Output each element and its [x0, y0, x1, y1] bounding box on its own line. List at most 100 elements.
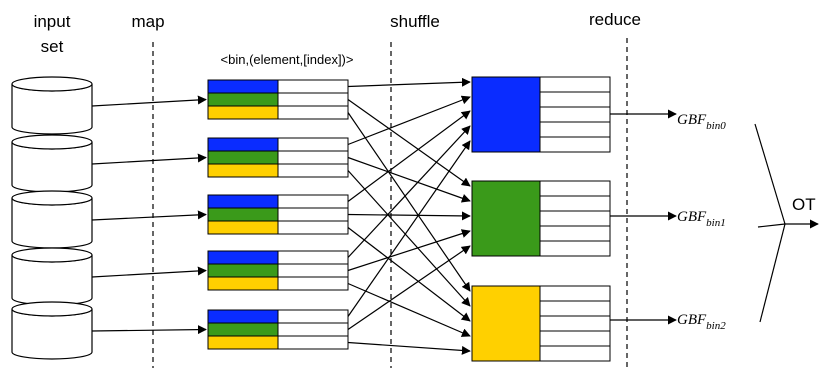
reducer-row: [539, 225, 611, 242]
reducer-row: [539, 195, 611, 212]
input-disks: [11, 76, 93, 360]
input-disk-0: [11, 76, 93, 135]
input-to-map-arrow-3: [91, 266, 207, 278]
value-cell: [277, 250, 349, 265]
map-phase-label: map: [131, 12, 164, 31]
gbf-bin1-label: GBFbin1: [677, 209, 726, 229]
reducer-0: [471, 76, 611, 153]
input-set-label-line1: input: [34, 12, 71, 31]
value-cell: [277, 263, 349, 278]
reducer-row: [539, 106, 611, 123]
reducer-row: [539, 121, 611, 138]
value-cell: [277, 335, 349, 350]
bin2-cell: [207, 276, 279, 291]
reducer-row: [539, 91, 611, 108]
bin2-cell: [207, 335, 279, 350]
bin0-cell: [207, 309, 279, 324]
svg-text:GBFbin1: GBFbin1: [677, 209, 726, 229]
reducer-2: [471, 285, 611, 362]
value-cell: [277, 276, 349, 291]
input-to-map-arrow-2: [91, 210, 207, 221]
input-disk-3: [11, 247, 93, 306]
map-output-format-label: <bin,(element,[index])>: [221, 52, 354, 67]
input-disk-4: [11, 301, 93, 360]
reducer-row: [539, 210, 611, 227]
shuffle-arrow-m3-r1: [347, 229, 471, 272]
mapper-table-2: [207, 194, 349, 235]
bin0-cell: [207, 250, 279, 265]
reducer-row: [539, 300, 611, 317]
input-disk-1: [11, 134, 93, 193]
shuffle-arrow-m0-r2: [347, 112, 471, 292]
gbf-bin1-sub: bin1: [706, 217, 726, 229]
value-cell: [277, 150, 349, 165]
svg-text:GBFbin2: GBFbin2: [677, 312, 726, 332]
value-cell: [277, 322, 349, 337]
bin0-cell: [207, 137, 279, 152]
merge-line-bin2: [759, 223, 786, 323]
reducer-row: [539, 180, 611, 197]
reducer-row: [539, 136, 611, 153]
value-cell: [277, 207, 349, 222]
bin1-cell: [207, 92, 279, 107]
reducer-bin0-block: [471, 76, 541, 153]
input-to-map-arrow-4: [91, 325, 207, 335]
mapper-table-3: [207, 250, 349, 291]
mapper-outputs: [207, 79, 349, 350]
final-output-label: OT: [792, 195, 816, 214]
reducer-row: [539, 240, 611, 257]
shuffle-arrow-m1-r1: [347, 156, 471, 203]
gbf-bin0-sub: bin0: [706, 120, 726, 132]
input-set-label-line2: set: [41, 37, 64, 56]
shuffle-arrow-m1-r2: [347, 170, 471, 307]
gbf-bin2-label: GBFbin2: [677, 312, 726, 332]
shuffle-arrow-m0-r0: [347, 77, 471, 88]
reducer-row: [539, 345, 611, 362]
bin1-cell: [207, 322, 279, 337]
value-cell: [277, 163, 349, 178]
mapper-table-0: [207, 79, 349, 120]
shuffle-arrow-m2-r2: [347, 227, 471, 322]
input-to-map-arrow-1: [91, 153, 207, 165]
bin2-cell: [207, 220, 279, 235]
reducers: [471, 76, 611, 362]
gbf-bin1-base: GBF: [677, 209, 707, 225]
disk-top: [11, 134, 93, 150]
reducer-bin2-block: [471, 285, 541, 362]
value-cell: [277, 194, 349, 209]
reducer-1: [471, 180, 611, 257]
shuffle-arrow-m2-r1: [347, 211, 471, 221]
reduce-phase-label: reduce: [589, 10, 641, 29]
gbf-bin0-base: GBF: [677, 112, 707, 128]
bin2-cell: [207, 105, 279, 120]
shuffle-arrow-m0-r1: [347, 99, 471, 187]
gbf-bin0-label: GBFbin0: [677, 112, 726, 132]
gbf-bin2-sub: bin2: [706, 320, 726, 332]
value-cell: [277, 92, 349, 107]
shuffle-arrow-m1-r0: [347, 95, 471, 146]
reducer-row: [539, 330, 611, 347]
shuffle-arrow-m2-r0: [347, 110, 471, 202]
value-cell: [277, 105, 349, 120]
shuffle-arrow-m3-r2: [347, 282, 471, 337]
svg-text:GBFbin0: GBFbin0: [677, 112, 726, 132]
bin0-cell: [207, 79, 279, 94]
disk-top: [11, 76, 93, 92]
bin1-cell: [207, 207, 279, 222]
reducer-row: [539, 285, 611, 302]
reducer-bin1-block: [471, 180, 541, 257]
value-cell: [277, 79, 349, 94]
merge-line-bin1: [757, 223, 786, 228]
shuffle-arrow-m4-r1: [347, 245, 471, 330]
shuffle-arrow-m4-r2: [347, 341, 471, 355]
disk-top: [11, 301, 93, 317]
value-cell: [277, 309, 349, 324]
disk-top: [11, 247, 93, 263]
bin2-cell: [207, 163, 279, 178]
bin0-cell: [207, 194, 279, 209]
value-cell: [277, 220, 349, 235]
disk-top: [11, 190, 93, 206]
mapper-table-1: [207, 137, 349, 178]
mapper-table-4: [207, 309, 349, 350]
